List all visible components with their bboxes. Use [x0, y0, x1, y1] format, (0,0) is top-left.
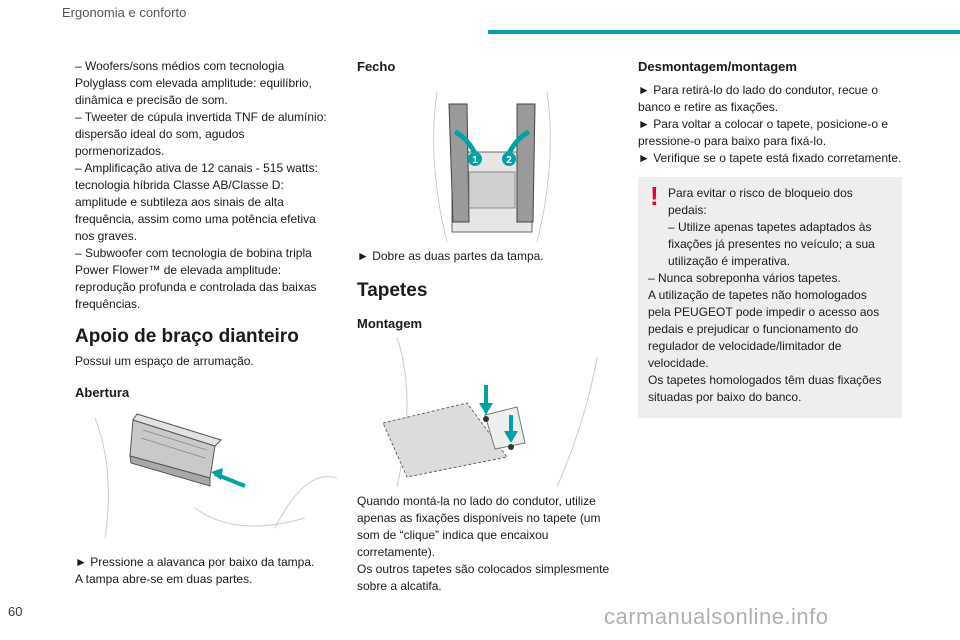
warning-box: ! Para evitar o risco de bloqueio dos pe…: [638, 177, 902, 418]
callout-1: 1: [472, 155, 478, 166]
subtitle-fitting: Montagem: [357, 316, 422, 331]
subtitle-removal-refitting: Desmontagem/montagem: [638, 59, 797, 74]
page-number: 60: [8, 604, 23, 619]
callout-2: 2: [506, 155, 512, 166]
warning-line: Os tapetes homologados têm duas fixações…: [648, 373, 882, 404]
armrest-closing-illustration: 1 2: [357, 82, 619, 242]
subtitle-opening: Abertura: [75, 385, 130, 400]
column-2: Fecho 1 2 ► Dobre as duas partes da tamp…: [357, 58, 619, 595]
audio-item: – Amplificação ativa de 12 canais - 515 …: [75, 161, 318, 243]
warning-text: Para evitar o risco de bloqueio dos peda…: [648, 185, 892, 219]
step-item: ► Verifique se o tapete está fixado corr…: [638, 151, 902, 165]
watermark: carmanualsonline.info: [604, 604, 829, 629]
audio-item: – Subwoofer com tecnologia de bobina tri…: [75, 246, 317, 311]
exclamation-warning-icon: !: [650, 181, 659, 211]
section-title-armrest: Apoio de braço dianteiro: [75, 326, 299, 347]
other-mats-text: Os outros tapetes são colocados simplesm…: [357, 562, 610, 593]
column-1: – Woofers/sons médios com tecnologia Pol…: [75, 58, 337, 588]
chapter-title: Ergonomia e conforto: [62, 5, 187, 20]
instruction-fold-lid: ► Dobre as duas partes da tampa.: [357, 249, 544, 263]
warning-line: Para evitar o risco de bloqueio dos peda…: [668, 186, 853, 217]
warning-line: – Utilize apenas tapetes adaptados às fi…: [668, 220, 875, 268]
step-item: ► Para voltar a colocar o tapete, posici…: [638, 117, 889, 148]
warning-line: A utilização de tapetes não homologados …: [648, 288, 880, 370]
section-title-mats: Tapetes: [357, 280, 428, 301]
result-text: A tampa abre-se em duas partes.: [75, 572, 253, 586]
audio-item: – Woofers/sons médios com tecnologia Pol…: [75, 59, 312, 107]
warning-line: – Nunca sobreponha vários tapetes.: [648, 271, 841, 285]
step-item: ► Para retirá-lo do lado do condutor, re…: [638, 83, 879, 114]
instruction-press-lever: ► Pressione a alavanca por baixo da tamp…: [75, 555, 315, 569]
section-intro: Possui um espaço de arrumação.: [75, 354, 254, 368]
armrest-opening-illustration: [75, 408, 337, 548]
audio-item: – Tweeter de cúpula invertida TNF de alu…: [75, 110, 327, 158]
floor-mat-illustration: [357, 337, 619, 487]
fitting-text: Quando montá-la no lado do condutor, uti…: [357, 494, 601, 559]
column-3: Desmontagem/montagem ► Para retirá-lo do…: [638, 58, 902, 418]
subtitle-closing: Fecho: [357, 59, 396, 74]
header-accent-bar: [488, 30, 960, 34]
